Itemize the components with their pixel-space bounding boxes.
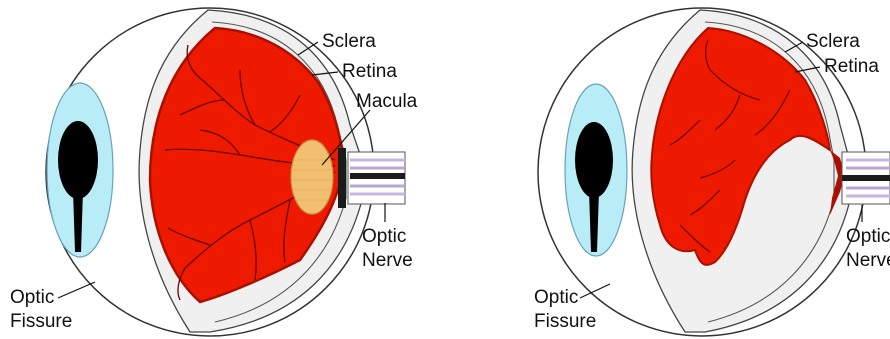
optic-disc (338, 148, 346, 208)
label-optic-nerve-line2: Nerve (362, 250, 413, 271)
label-retina: Retina (342, 61, 397, 82)
label-optic-nerve-line1: Optic (846, 226, 890, 247)
eye-normal: Sclera Retina Macula Optic Nerve Optic F… (10, 8, 418, 336)
label-macula: Macula (356, 91, 418, 112)
label-optic-fissure-line1: Optic (10, 287, 54, 308)
label-optic-nerve-line1: Optic (362, 226, 406, 247)
label-sclera: Sclera (322, 31, 376, 52)
label-sclera: Sclera (806, 31, 860, 52)
eye-detached: Sclera Retina Optic Nerve Optic Fissure (534, 8, 890, 336)
label-optic-nerve-line2: Nerve (846, 250, 890, 271)
label-retina: Retina (824, 56, 879, 77)
label-optic-fissure-line2: Fissure (534, 311, 596, 332)
label-optic-fissure-line2: Fissure (10, 311, 72, 332)
pupil (58, 121, 98, 199)
macula (291, 140, 333, 214)
optic-nerve (842, 152, 890, 204)
label-optic-fissure-line1: Optic (534, 287, 578, 308)
optic-nerve (348, 152, 405, 204)
pupil (575, 122, 613, 198)
